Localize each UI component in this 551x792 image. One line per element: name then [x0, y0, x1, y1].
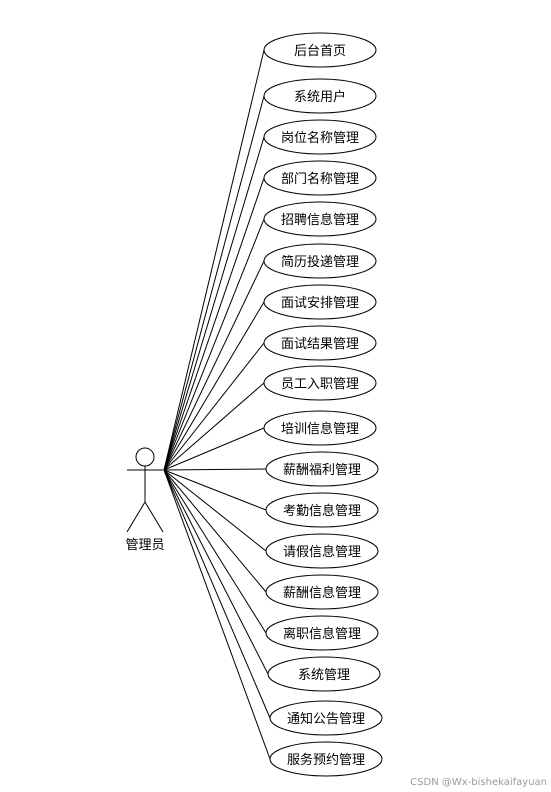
use-case-label: 简历投递管理 [281, 254, 359, 270]
use-case[interactable]: 薪酬福利管理 [265, 451, 379, 487]
association-line [163, 469, 267, 552]
association-line [163, 177, 265, 471]
association-line [163, 342, 265, 471]
association-line [163, 49, 265, 471]
use-case-ellipse[interactable] [263, 243, 377, 279]
use-case[interactable]: 请假信息管理 [265, 533, 379, 569]
actor-head [135, 447, 155, 467]
actor-left-leg [126, 501, 146, 533]
use-case-ellipse[interactable] [265, 615, 379, 651]
use-case-label: 面试安排管理 [281, 296, 359, 311]
use-case-label: 薪酬福利管理 [283, 463, 361, 478]
use-case[interactable]: 简历投递管理 [263, 243, 377, 279]
use-case-label: 后台首页 [294, 44, 346, 59]
use-case-ellipse[interactable] [263, 32, 377, 68]
association-line [163, 469, 271, 760]
use-case-label: 员工入职管理 [281, 377, 359, 392]
actor: 管理员 [125, 447, 165, 553]
association-line [163, 218, 265, 471]
use-case[interactable]: 离职信息管理 [265, 615, 379, 651]
association-line [163, 382, 265, 471]
use-case-ellipse[interactable] [263, 284, 377, 320]
use-case-ellipse[interactable] [265, 574, 379, 610]
use-case[interactable]: 培训信息管理 [263, 410, 377, 446]
association-line [163, 301, 265, 471]
use-case-label: 离职信息管理 [283, 626, 361, 642]
use-case[interactable]: 系统管理 [267, 656, 381, 692]
use-case-ellipse[interactable] [267, 656, 381, 692]
use-case[interactable]: 招聘信息管理 [263, 201, 377, 237]
use-case-label: 请假信息管理 [283, 544, 361, 560]
association-line [163, 136, 265, 471]
use-case-ellipse[interactable] [263, 325, 377, 361]
use-case-label: 考勤信息管理 [283, 503, 361, 519]
association-line [163, 468, 267, 471]
use-case[interactable]: 面试安排管理 [263, 284, 377, 320]
watermark: CSDN @Wx-bishekaifayuan [410, 777, 547, 788]
use-case[interactable]: 薪酬信息管理 [265, 574, 379, 610]
association-line [163, 427, 265, 471]
actor-right-leg [144, 501, 164, 533]
use-case-list: 后台首页系统用户岗位名称管理部门名称管理招聘信息管理简历投递管理面试安排管理面试… [263, 32, 383, 777]
use-case-ellipse[interactable] [265, 492, 379, 528]
use-case[interactable]: 考勤信息管理 [265, 492, 379, 528]
association-line [163, 469, 267, 593]
use-case-ellipse[interactable] [263, 410, 377, 446]
use-case[interactable]: 面试结果管理 [263, 325, 377, 361]
use-case-ellipse[interactable] [263, 78, 377, 114]
use-case[interactable]: 系统用户 [263, 78, 377, 114]
use-case[interactable]: 员工入职管理 [263, 365, 377, 401]
use-case-ellipse[interactable] [263, 201, 377, 237]
use-case-label: 岗位名称管理 [281, 130, 359, 146]
use-case[interactable]: 通知公告管理 [269, 700, 383, 736]
use-case-label: 通知公告管理 [287, 711, 365, 727]
association-line [163, 469, 267, 511]
association-line [163, 260, 265, 471]
association-line [163, 469, 269, 675]
use-case-label: 招聘信息管理 [281, 212, 359, 228]
association-lines [163, 49, 271, 760]
association-line [163, 469, 267, 634]
use-case-label: 服务预约管理 [287, 752, 365, 768]
association-line [163, 95, 265, 471]
use-case-label: 系统用户 [294, 89, 346, 105]
actor-label: 管理员 [125, 538, 164, 553]
use-case-ellipse[interactable] [265, 533, 379, 569]
use-case-label: 培训信息管理 [281, 421, 359, 437]
use-case-ellipse[interactable] [263, 160, 377, 196]
use-case[interactable]: 后台首页 [263, 32, 377, 68]
use-case-label: 薪酬信息管理 [283, 585, 361, 601]
use-case-ellipse[interactable] [269, 700, 383, 736]
use-case-label: 部门名称管理 [281, 171, 359, 187]
use-case-ellipse[interactable] [269, 741, 383, 777]
use-case[interactable]: 岗位名称管理 [263, 119, 377, 155]
use-case-ellipse[interactable] [263, 365, 377, 401]
use-case-ellipse[interactable] [265, 451, 379, 487]
use-case-label: 系统管理 [298, 668, 350, 683]
use-case[interactable]: 部门名称管理 [263, 160, 377, 196]
use-case-ellipse[interactable] [263, 119, 377, 155]
use-case-label: 面试结果管理 [281, 337, 359, 352]
use-case[interactable]: 服务预约管理 [269, 741, 383, 777]
association-line [163, 469, 271, 719]
